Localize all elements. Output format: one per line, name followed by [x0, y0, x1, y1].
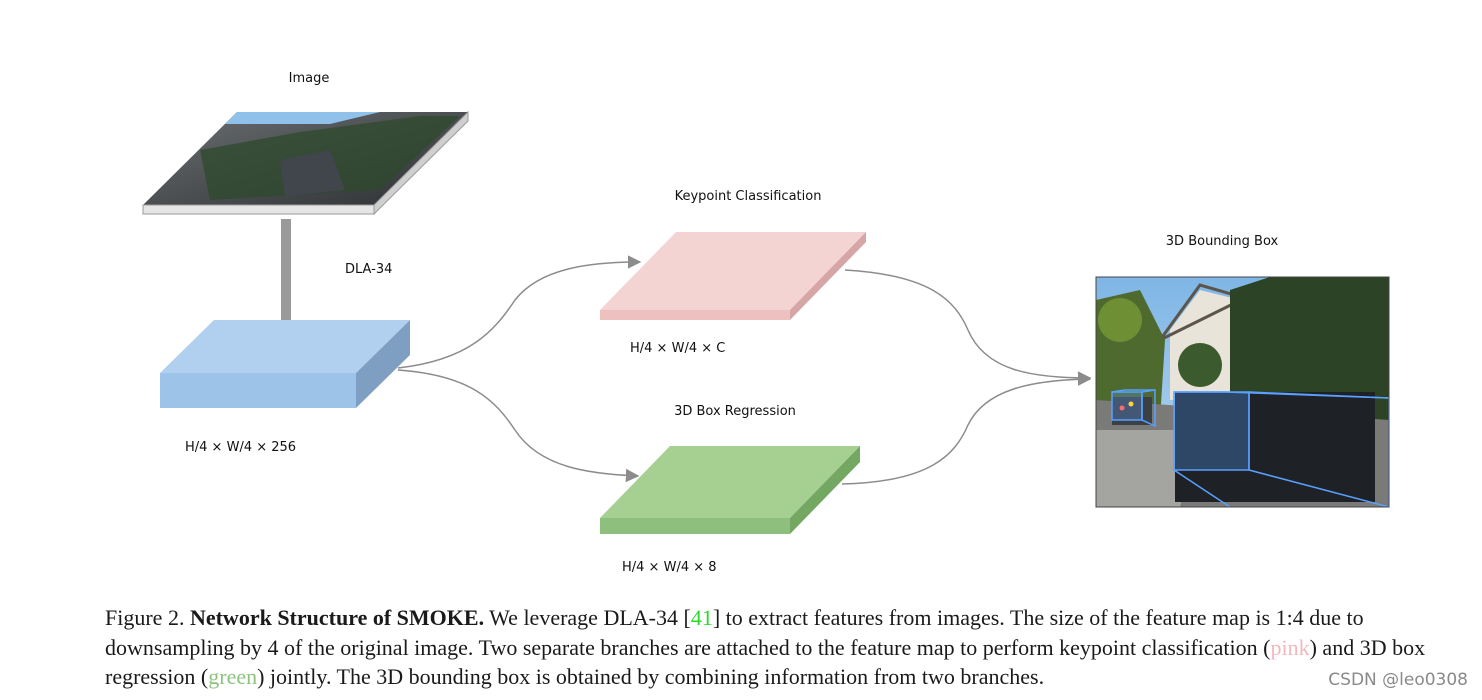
- caption-part4: ) jointly. The 3D bounding box is obtain…: [257, 664, 1045, 689]
- keypoint-label: Keypoint Classification: [675, 189, 822, 204]
- regression-shape-label: H/4 × W/4 × 8: [622, 560, 717, 575]
- regression-label: 3D Box Regression: [674, 404, 796, 419]
- input-image-node: Image: [142, 71, 469, 216]
- caption-title: Network Structure of SMOKE.: [189, 605, 485, 630]
- watermark: CSDN @leo0308: [1328, 670, 1468, 690]
- network-diagram: Image DLA-34 H/4 × W/4 × 256 Keypoint Cl…: [142, 71, 1390, 575]
- output-image-node: 3D Bounding Box: [1095, 234, 1390, 508]
- backbone-shape-label: H/4 × W/4 × 256: [185, 440, 296, 455]
- citation-link[interactable]: 41: [690, 605, 713, 630]
- edge-backbone-regression: [397, 369, 640, 483]
- keypoint-feature-map: Keypoint Classification H/4 × W/4 × C: [600, 189, 866, 356]
- caption-prefix: Figure 2.: [105, 605, 190, 630]
- output-label: 3D Bounding Box: [1166, 234, 1279, 249]
- detected-boxes: [1111, 389, 1389, 507]
- connectors: [397, 255, 1092, 485]
- dla34-label: DLA-34: [345, 262, 392, 277]
- edge-keypoint-output: [844, 269, 1092, 385]
- caption-part3: ) and 3D box regression (: [105, 634, 1426, 690]
- caption-part2: ] to extract features from images. The s…: [105, 605, 1364, 660]
- image-label: Image: [289, 71, 330, 86]
- caption-part1: We leverage DLA-34 [: [484, 605, 691, 630]
- edge-backbone-keypoint: [397, 255, 642, 369]
- figure-caption: Figure 2. Network Structure of SMOKE. We…: [105, 603, 1435, 692]
- caption-pink-word: pink: [1270, 634, 1310, 660]
- keypoint-shape-label: H/4 × W/4 × C: [630, 341, 725, 356]
- caption-green-word: green: [208, 664, 258, 689]
- edge-regression-output: [841, 372, 1092, 485]
- backbone-feature-map: H/4 × W/4 × 256: [160, 320, 410, 455]
- regression-feature-map: 3D Box Regression H/4 × W/4 × 8: [600, 404, 860, 575]
